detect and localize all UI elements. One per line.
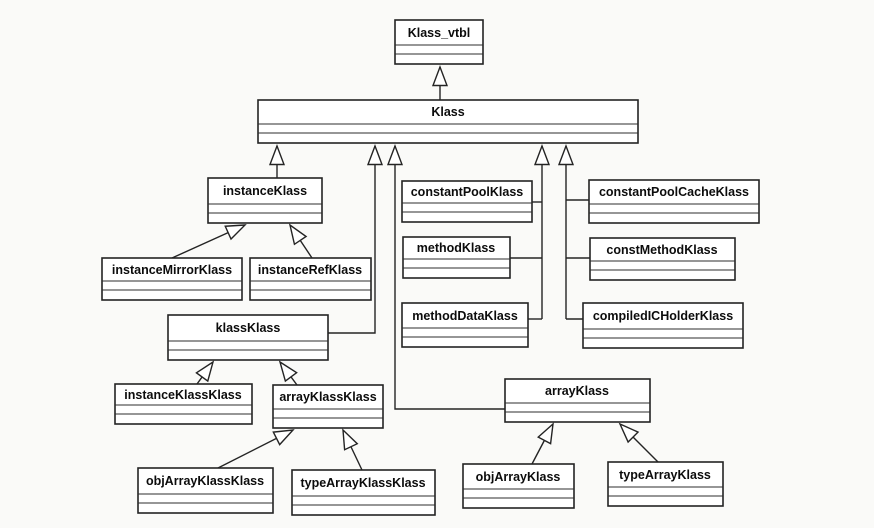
class-rect (291, 469, 436, 516)
class-rect (607, 461, 724, 507)
class-rect (401, 180, 533, 223)
class-rect (249, 257, 372, 301)
class-box-typearrayklassklass: typeArrayKlassKlass (291, 469, 436, 516)
class-name: Klass (431, 105, 464, 119)
class-name: objArrayKlass (476, 470, 561, 484)
edge-instancerefklass-to-instanceklass (288, 223, 313, 259)
class-name: constantPoolKlass (411, 185, 524, 199)
class-name: methodKlass (417, 241, 496, 255)
edge-typearrayklassklass-to-arrayklassklass (342, 428, 363, 471)
class-box-constantpoolcacheklass: constantPoolCacheKlass (588, 179, 760, 224)
edge-arrayklassklass-to-klassklass (278, 360, 298, 386)
class-rect (114, 383, 253, 425)
edge-instancemirrorklass-to-instanceklass (171, 224, 247, 259)
class-box-instanceklass: instanceKlass (207, 177, 323, 224)
class-rect (257, 99, 639, 144)
class-box-instanceklassklass: instanceKlassKlass (114, 383, 253, 425)
class-name: typeArrayKlassKlass (300, 476, 425, 490)
class-name: typeArrayKlass (619, 468, 711, 482)
class-rect (462, 463, 575, 509)
edge-objarrayklass-to-arrayklass (531, 422, 554, 465)
class-name: instanceKlass (223, 184, 307, 198)
class-box-compiledicholderklass: compiledICHolderKlass (582, 302, 744, 349)
class-name: compiledICHolderKlass (593, 309, 733, 323)
class-name: Klass_vtbl (408, 26, 471, 40)
class-rect (402, 236, 511, 279)
class-name: instanceKlassKlass (124, 388, 241, 402)
class-rect (504, 378, 651, 423)
class-rect (394, 19, 484, 65)
class-name: constMethodKlass (606, 243, 717, 257)
class-rect (272, 384, 384, 429)
class-box-methodklass: methodKlass (402, 236, 511, 279)
class-name: klassKlass (216, 321, 281, 335)
class-box-methoddataklass: methodDataKlass (401, 302, 529, 348)
class-box-constantpoolklass: constantPoolKlass (401, 180, 533, 223)
class-box-objarrayklassklass: objArrayKlassKlass (137, 467, 274, 514)
edge-objarrayklassklass-to-arrayklassklass (217, 429, 295, 469)
class-box-klass: Klass (257, 99, 639, 144)
class-rect (101, 257, 243, 301)
edge-arrayklass-to-klass (386, 144, 505, 410)
class-box-objarrayklass: objArrayKlass (462, 463, 575, 509)
class-name: arrayKlass (545, 384, 609, 398)
class-name: instanceRefKlass (258, 263, 362, 277)
edge-instanceklassklass-to-klassklass (195, 360, 215, 385)
class-box-arrayklass: arrayKlass (504, 378, 651, 423)
class-name: methodDataKlass (412, 309, 518, 323)
class-name: instanceMirrorKlass (112, 263, 232, 277)
class-box-instancerefklass: instanceRefKlass (249, 257, 372, 301)
class-name: constantPoolCacheKlass (599, 185, 749, 199)
class-rect (137, 467, 274, 514)
class-rect (401, 302, 529, 348)
class-rect (582, 302, 744, 349)
class-rect (588, 179, 760, 224)
class-box-arrayklassklass: arrayKlassKlass (272, 384, 384, 429)
edge-typearrayklass-to-arrayklass (618, 422, 659, 463)
class-box-constmethodklass: constMethodKlass (589, 237, 736, 281)
class-name: objArrayKlassKlass (146, 474, 264, 488)
class-box-klass-vtbl: Klass_vtbl (394, 19, 484, 65)
class-name: arrayKlassKlass (279, 390, 376, 404)
class-rect (167, 314, 329, 361)
edge-klassklass-to-klass (328, 144, 384, 334)
class-box-klassklass: klassKlass (167, 314, 329, 361)
class-rect (589, 237, 736, 281)
class-box-typearrayklass: typeArrayKlass (607, 461, 724, 507)
class-rect (207, 177, 323, 224)
class-box-instancemirrorklass: instanceMirrorKlass (101, 257, 243, 301)
